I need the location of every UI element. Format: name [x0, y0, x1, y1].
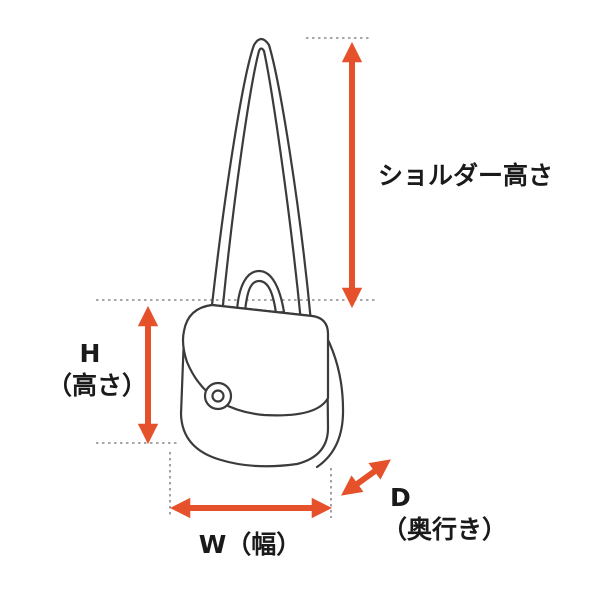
- shoulder-height-label: ショルダー高さ: [378, 161, 553, 190]
- depth-label-abbr: D: [390, 483, 411, 512]
- depth-arrow: [341, 459, 391, 496]
- depth-label-name: （奥行き）: [382, 515, 507, 544]
- dimension-arrows: [137, 41, 391, 519]
- top-handle: [235, 269, 286, 315]
- bag-illustration: [179, 37, 345, 469]
- clasp-inner: [211, 389, 225, 403]
- shoulder-strap-inner: [221, 47, 303, 324]
- side-gusset: [315, 320, 345, 469]
- height-label-name: （高さ）: [47, 371, 147, 400]
- height-label-abbr: H: [80, 339, 101, 368]
- shoulder-strap-outer: [210, 37, 313, 324]
- width-label: W（幅）: [199, 530, 302, 559]
